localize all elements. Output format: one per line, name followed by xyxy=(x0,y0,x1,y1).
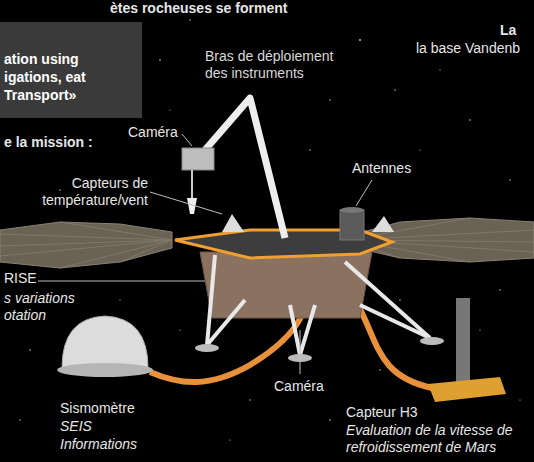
instrument-name: Capteur H3 xyxy=(346,404,526,421)
part-label: Capteurs de température/vent xyxy=(2,175,148,209)
arm-camera xyxy=(182,148,214,170)
part-label: Antennes xyxy=(352,160,432,177)
robotic-arm xyxy=(205,98,285,238)
uhf-antenna xyxy=(222,214,244,232)
leader-lines xyxy=(38,134,372,374)
instrument-description: Informations xyxy=(60,436,170,453)
instrument-name: Sismomètre xyxy=(60,400,170,417)
lander-legs xyxy=(207,255,430,355)
launch-text: la base Vandenb xyxy=(416,40,532,57)
part-label: Caméra xyxy=(274,378,344,395)
heading-fragment: ètes rocheuses se forment xyxy=(110,0,410,17)
lander-feet xyxy=(195,337,444,362)
part-label: Bras de déploiement des instruments xyxy=(205,48,355,82)
seismometer-skirt xyxy=(57,363,153,377)
heat-probe-base xyxy=(428,377,506,402)
antenna xyxy=(340,210,364,240)
instrument-description: SEIS xyxy=(60,418,170,435)
box-text: ation using igations, eat Transport» xyxy=(4,50,136,105)
intro-box: ation using igations, eat Transport» xyxy=(0,22,142,118)
section-heading: e la mission : xyxy=(4,134,144,151)
instrument-description: Evaluation de la vitesse de refroidissem… xyxy=(346,422,530,456)
launch-heading: La xyxy=(500,22,530,39)
uhf-antenna xyxy=(372,216,394,232)
part-label: Caméra xyxy=(128,124,188,141)
heat-probe xyxy=(456,298,470,382)
instrument-name: RISE xyxy=(4,270,64,287)
instrument-description: s variations otation xyxy=(4,290,94,324)
seismometer-dome xyxy=(62,316,148,368)
antenna xyxy=(340,207,364,213)
solar-panel xyxy=(0,222,172,268)
grapple-cable xyxy=(191,170,193,198)
